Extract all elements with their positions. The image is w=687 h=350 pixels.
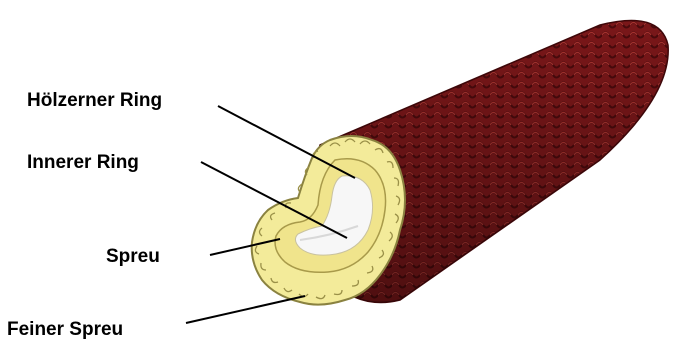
leader-fine-chaff (186, 296, 305, 323)
label-woody-ring: Hölzerner Ring (27, 91, 162, 110)
label-fine-chaff: Feiner Spreu (7, 320, 123, 339)
label-chaff: Spreu (106, 247, 160, 266)
label-inner-ring: Innerer Ring (27, 153, 139, 172)
